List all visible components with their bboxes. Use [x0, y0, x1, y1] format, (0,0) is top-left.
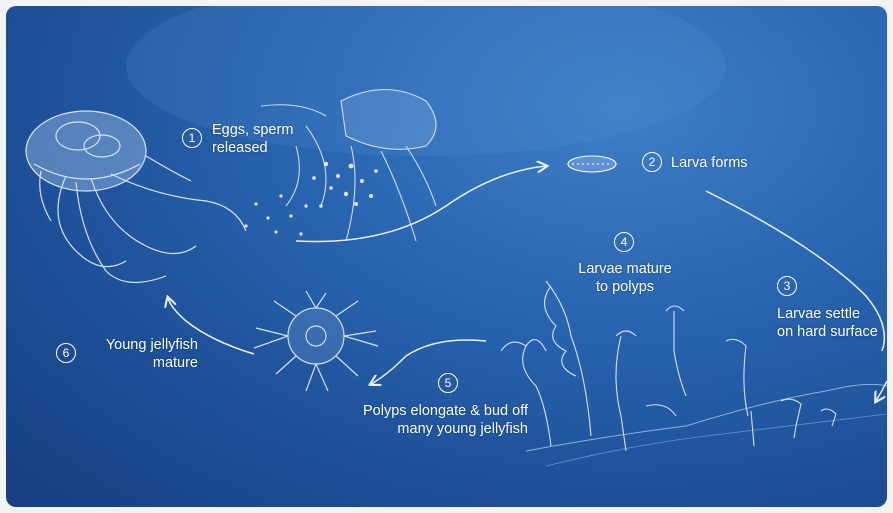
step-1-number: 1	[182, 128, 202, 148]
step-6-line-1: Young jellyfish	[84, 336, 198, 354]
seafloor-line	[526, 384, 887, 451]
life-cycle-diagram: 1 Eggs, sperm released 2 Larva forms 3 L…	[6, 6, 887, 507]
step-4-line-1: Larvae mature	[566, 260, 684, 278]
step-2-label: Larva forms	[671, 154, 748, 172]
step-1-line-1: Eggs, sperm	[212, 121, 293, 139]
step-3-line-1: Larvae settle	[777, 305, 878, 323]
arrow-3-end	[876, 381, 887, 401]
arrow-1-to-2	[296, 166, 546, 242]
larva-icon	[568, 156, 616, 172]
step-4-label: Larvae mature to polyps	[566, 260, 684, 296]
step-6-line-2: mature	[84, 354, 198, 372]
step-5-number: 5	[438, 373, 458, 393]
step-3-line-2: on hard surface	[777, 323, 878, 341]
step-6-number: 6	[56, 343, 76, 363]
step-5-line-1: Polyps elongate & bud off	[326, 402, 528, 420]
step-2-number: 2	[642, 152, 662, 172]
step-1-line-2: released	[212, 139, 293, 157]
step-3-label: Larvae settle on hard surface	[777, 305, 878, 341]
arrow-5-to-6	[371, 340, 486, 384]
step-4-line-2: to polyps	[566, 278, 684, 296]
step-5-label: Polyps elongate & bud off many young jel…	[326, 402, 528, 438]
step-5-line-2: many young jellyfish	[326, 420, 528, 438]
step-1-label: Eggs, sperm released	[212, 121, 293, 157]
step-3-number: 3	[777, 276, 797, 296]
eggs-sperm-dots	[244, 162, 377, 236]
step-6-label: Young jellyfish mature	[84, 336, 198, 372]
young-jellyfish-icon	[254, 291, 378, 391]
step-4-number: 4	[614, 232, 634, 252]
